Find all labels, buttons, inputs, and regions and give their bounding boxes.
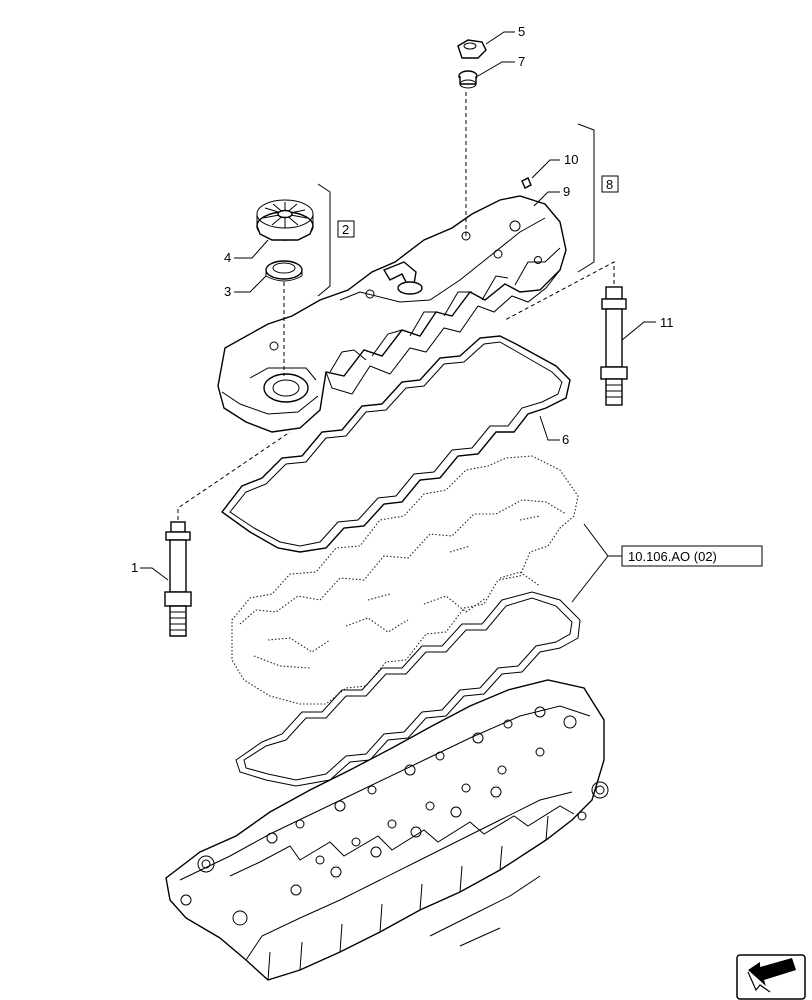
callout-5: 5	[518, 24, 525, 39]
ref-box-8	[601, 175, 619, 193]
callout-2: 2	[342, 222, 349, 237]
callout-1: 1	[131, 560, 138, 575]
arrow-bottom-left-icon[interactable]	[736, 954, 806, 1000]
reference-label: 10.106.AO (02)	[628, 549, 717, 564]
callout-7: 7	[518, 54, 525, 69]
stud-part-11	[600, 286, 628, 406]
callout-4: 4	[224, 250, 231, 265]
callout-11: 11	[660, 315, 674, 330]
reference-gasket	[235, 591, 581, 787]
nut-part-5	[457, 39, 487, 59]
gasket-part-6	[221, 335, 571, 553]
filler-cap-part-4	[256, 199, 314, 241]
pin-part-10	[521, 177, 532, 189]
cylinder-head	[165, 679, 609, 981]
callout-8: 8	[606, 177, 613, 192]
seal-part-3	[265, 260, 303, 282]
washer-part-7	[458, 70, 478, 89]
stud-part-1	[164, 521, 192, 637]
callout-10: 10	[564, 152, 578, 167]
callout-3: 3	[224, 284, 231, 299]
reference-box	[621, 545, 763, 567]
ref-box-2	[337, 220, 355, 238]
reference-rocker-housing	[231, 455, 579, 705]
callout-6: 6	[562, 432, 569, 447]
valve-cover	[217, 195, 567, 433]
callout-9: 9	[563, 184, 570, 199]
